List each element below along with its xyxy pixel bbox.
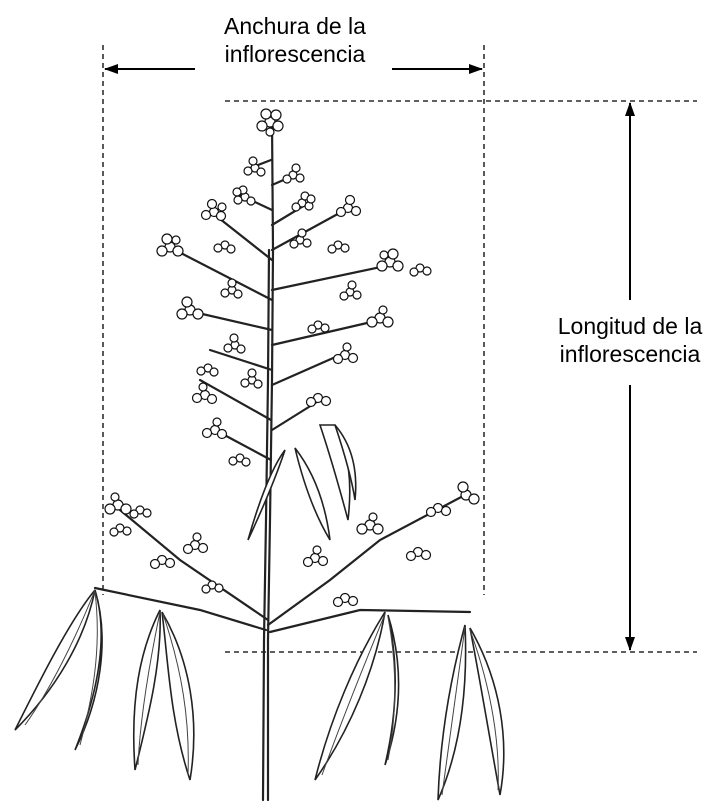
inflorescence-length-label: Longitud de la inflorescencia — [540, 312, 719, 368]
width-label-line2: inflorescencia — [190, 40, 400, 68]
flower-clusters — [105, 109, 479, 607]
leaves — [15, 425, 504, 800]
width-label-line1: Anchura de la — [190, 12, 400, 40]
length-label-line2: inflorescencia — [540, 340, 719, 368]
length-label-line1: Longitud de la — [540, 312, 719, 340]
inflorescence-width-label: Anchura de la inflorescencia — [190, 12, 400, 68]
